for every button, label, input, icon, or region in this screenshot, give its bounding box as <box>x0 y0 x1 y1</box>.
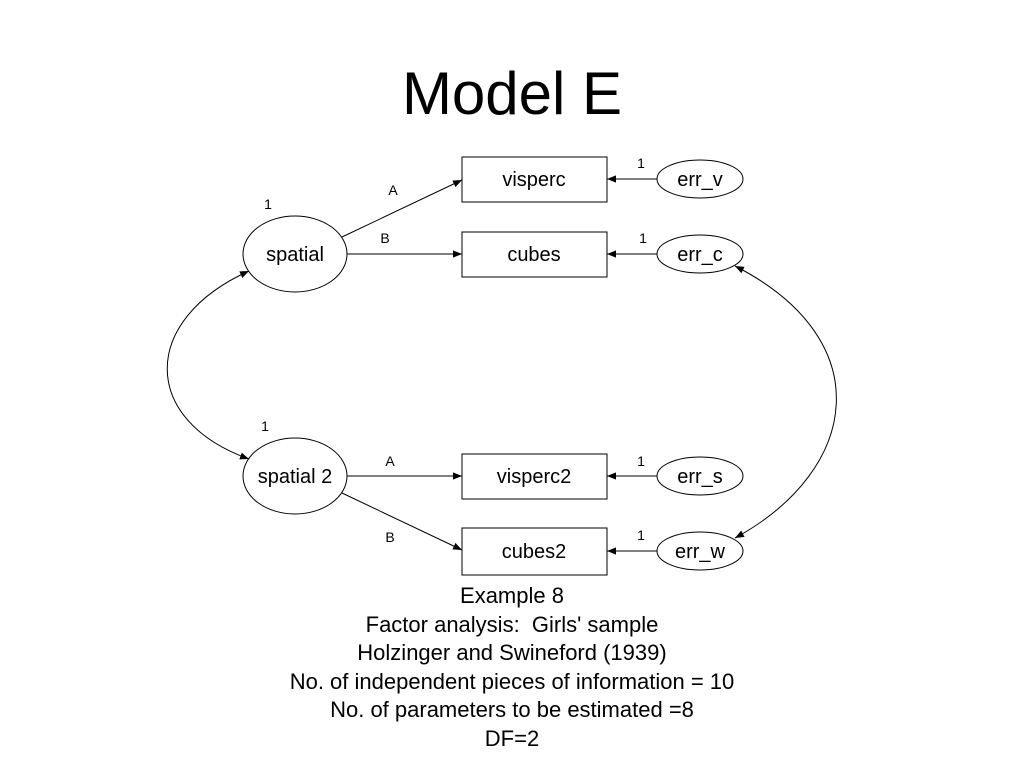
covariance-spatial-spatial2 <box>166 270 250 460</box>
error-err-w-label: err_w <box>675 541 726 563</box>
spatial-variance-label: 1 <box>264 196 272 212</box>
path-label-a-bottom: A <box>385 453 395 469</box>
spatial-2-variance-label: 1 <box>261 418 269 434</box>
caption-line-df: DF=2 <box>484 725 540 751</box>
caption-line-parameters: No. of parameters to be estimated =8 <box>330 697 694 722</box>
caption-line-example: Example 8 <box>460 583 564 608</box>
observed-visperc <box>461 156 608 203</box>
error-err-c-label: err_c <box>677 244 723 266</box>
err-v-weight-label: 1 <box>637 155 645 171</box>
caption-line-information: No. of independent pieces of information… <box>289 668 735 694</box>
slide-title: Model E <box>401 60 623 127</box>
path-label-b-top: B <box>380 230 389 246</box>
observed-visperc2 <box>461 453 608 500</box>
error-err-s-label: err_s <box>677 466 723 488</box>
observed-visperc-label: visperc <box>502 169 565 191</box>
err-c-weight-label: 1 <box>639 230 647 246</box>
caption-line-analysis: Factor analysis: Girls' sample <box>365 611 659 637</box>
latent-spatial-label: spatial <box>266 244 324 266</box>
err-w-weight-label: 1 <box>637 527 645 543</box>
observed-cubes2-label: cubes2 <box>502 541 567 563</box>
latent-spatial-2-label: spatial 2 <box>258 466 333 488</box>
path-label-b-bottom: B <box>385 529 394 545</box>
observed-cubes <box>461 231 608 278</box>
path-spatial-visperc <box>341 179 463 238</box>
covariance-err-c-err-w <box>734 265 837 539</box>
observed-cubes-label: cubes <box>507 244 560 266</box>
caption-line-source: Holzinger and Swineford (1939) <box>357 640 667 665</box>
err-s-weight-label: 1 <box>637 453 645 469</box>
path-spatial2-cubes2 <box>341 492 463 551</box>
error-err-v-label: err_v <box>677 169 723 191</box>
path-label-a-top: A <box>388 182 398 198</box>
observed-cubes2 <box>461 527 608 576</box>
caption-block: Example 8 Factor analysis: Girls' sample… <box>0 582 1024 753</box>
observed-visperc2-label: visperc2 <box>497 466 571 488</box>
